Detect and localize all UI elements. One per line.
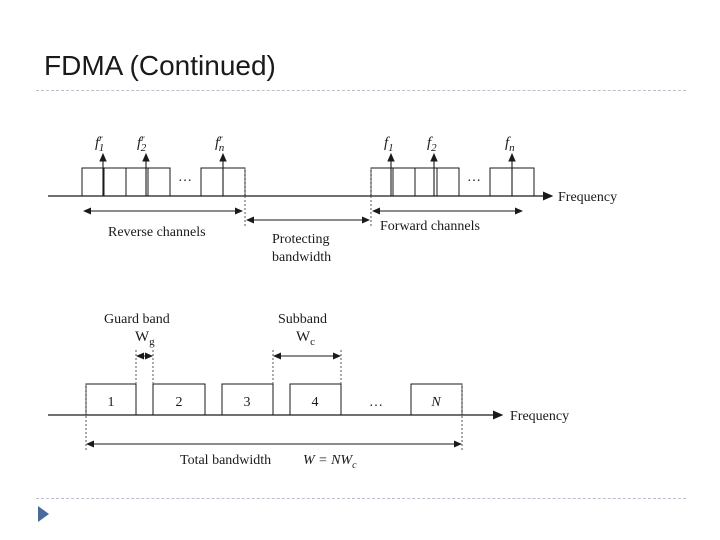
protecting-label-line1: Protecting <box>272 232 330 247</box>
subband-box-3 <box>221 383 274 416</box>
reverse-channel-slot <box>147 167 171 197</box>
title-divider <box>36 90 686 91</box>
total-bandwidth-formula: W = NWc <box>303 453 357 471</box>
reverse-channel-slot <box>81 167 105 197</box>
forward-channel-slot <box>392 167 416 197</box>
reverse-channel-slot <box>103 167 127 197</box>
reverse-channel-slot <box>222 167 246 197</box>
subband-number-3: 3 <box>244 395 251 410</box>
subband-box-n <box>410 383 463 416</box>
bottom-ellipsis: … <box>369 395 383 410</box>
forward-channel-slot <box>370 167 394 197</box>
bottom-frequency-label: Frequency <box>510 409 569 424</box>
subband-symbol: Wc <box>296 329 315 348</box>
subband-label: Subband <box>278 312 327 327</box>
reverse-ellipsis: … <box>178 170 192 185</box>
guard-band-symbol: Wg <box>135 329 155 348</box>
forward-channel-slot <box>489 167 513 197</box>
subband-box-1 <box>85 383 137 416</box>
subband-number-1: 1 <box>108 395 115 410</box>
subband-number-2: 2 <box>176 395 183 410</box>
subband-box-4 <box>289 383 342 416</box>
subband-number-4: 4 <box>312 395 319 410</box>
reverse-channel-slot <box>200 167 224 197</box>
footer-divider <box>36 498 686 499</box>
forward-carrier-label-2: f2 <box>427 135 437 154</box>
guard-band-label: Guard band <box>104 312 170 327</box>
forward-carrier-label-n: fn <box>505 135 515 154</box>
slide-title: FDMA (Continued) <box>44 50 276 81</box>
forward-ellipsis: … <box>467 170 481 185</box>
protecting-label-line2: bandwidth <box>272 250 331 265</box>
bottom-diagram: 1 2 3 4 N … Frequency Guard band Wg Subb… <box>48 312 569 471</box>
forward-carrier-label-1: f1 <box>384 135 394 154</box>
subband-box-2 <box>152 383 206 416</box>
forward-channels-label: Forward channels <box>380 219 480 234</box>
reverse-channels-label: Reverse channels <box>108 225 206 240</box>
reverse-channel-slot <box>125 167 149 197</box>
top-frequency-label: Frequency <box>558 190 617 205</box>
total-bandwidth-label: Total bandwidth <box>180 453 271 468</box>
forward-channel-slot <box>436 167 460 197</box>
subband-number-n: N <box>430 395 441 410</box>
forward-channel-slot <box>511 167 535 197</box>
bullet-arrow-icon <box>38 506 49 522</box>
